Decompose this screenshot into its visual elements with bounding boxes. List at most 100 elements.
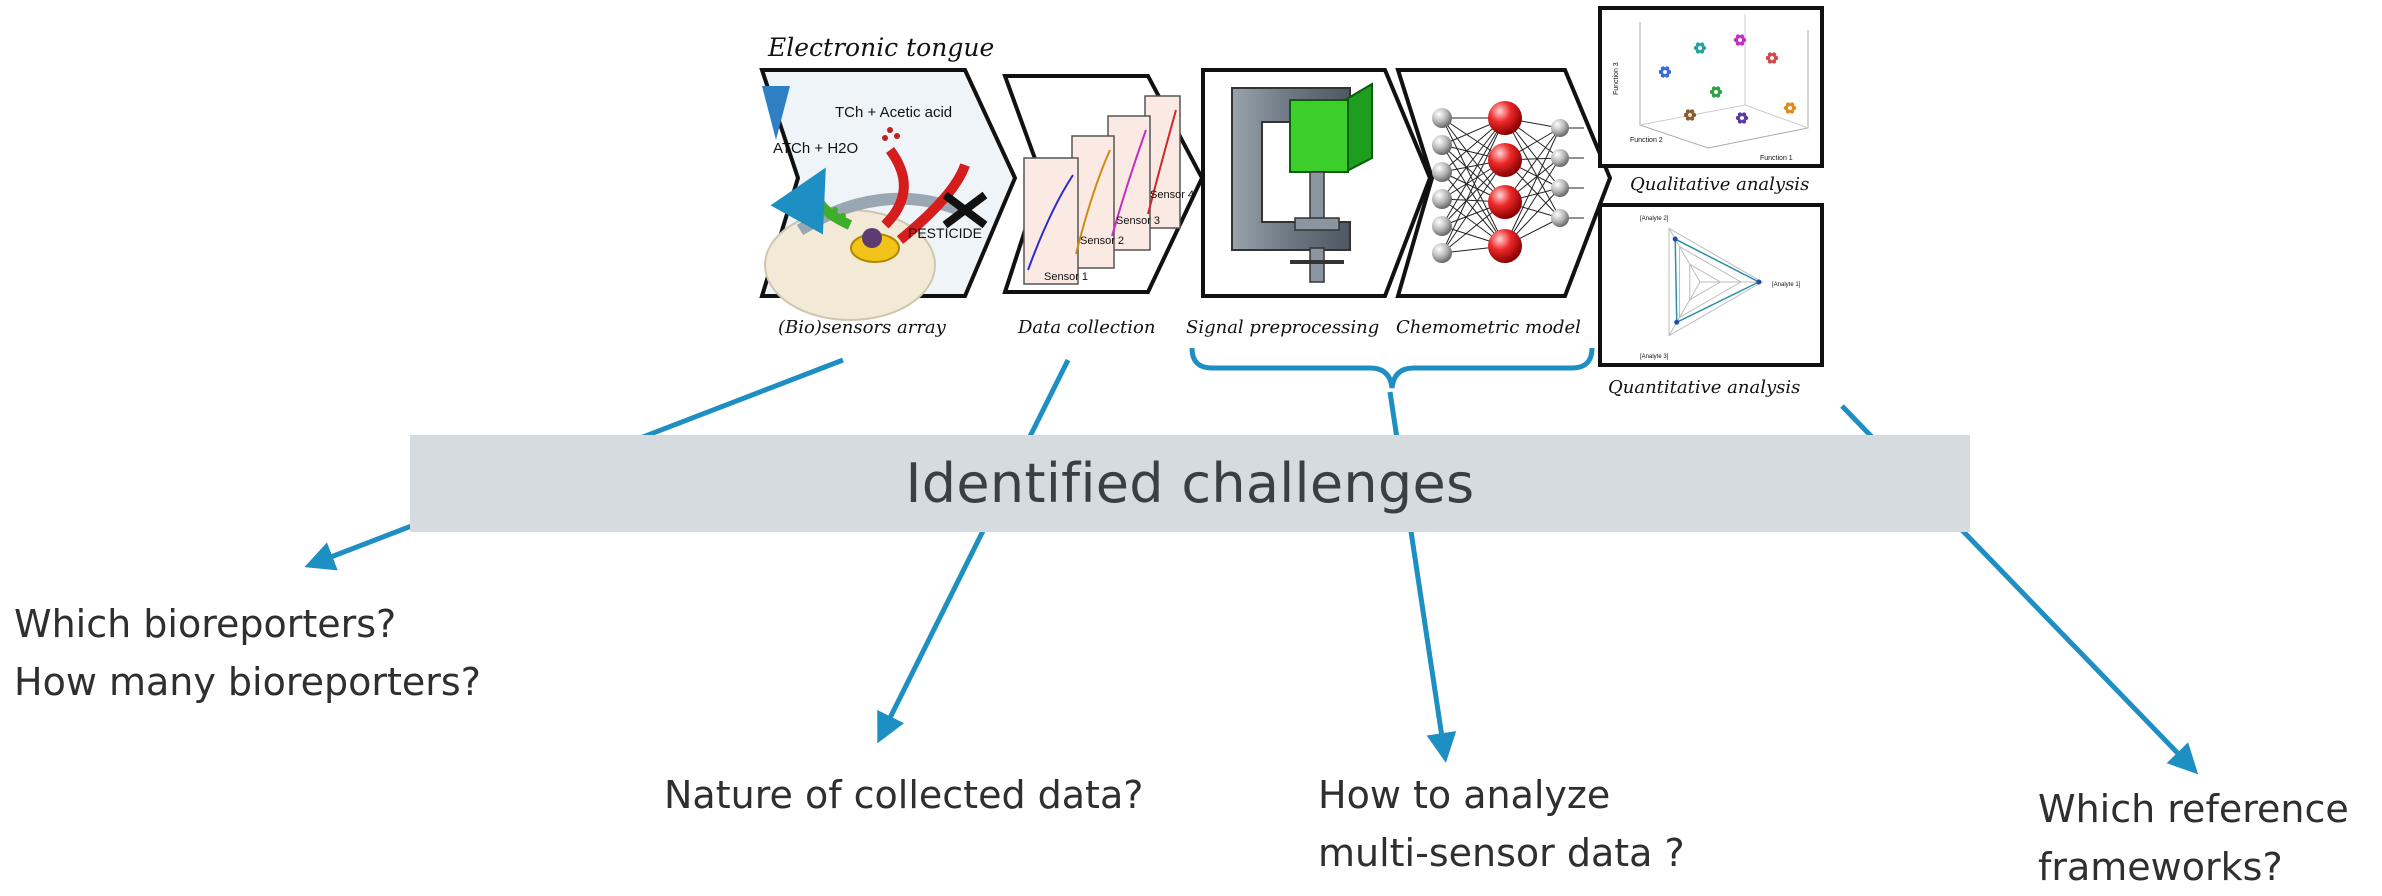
radar-grid: [1668, 227, 1764, 337]
question-line: How many bioreporters?: [14, 660, 481, 704]
nn-edge: [1441, 117, 1506, 203]
scatter-point: [1685, 116, 1691, 121]
scatter-point: [1741, 112, 1747, 117]
red-arrow-icon: [881, 147, 909, 229]
scatter-point: [1739, 41, 1745, 46]
tch-label: TCh + Acetic acid: [835, 104, 952, 121]
nn-input-node: [1432, 216, 1452, 236]
scatter-point: [1791, 105, 1797, 111]
clamp-screw: [1309, 171, 1325, 221]
question-references: Which reference frameworks?: [2038, 780, 2349, 896]
scatter-point: [1685, 109, 1691, 114]
scatter-point: [1693, 45, 1699, 51]
scatter-point: [1767, 59, 1773, 64]
green-arrow-icon: [770, 167, 853, 235]
radar-label-2: [Analyte 2]: [1640, 216, 1669, 222]
scatter-point: [1773, 55, 1779, 61]
scatter-point: [1739, 34, 1745, 39]
scatter-point: [1735, 41, 1741, 46]
scatter-point: [1783, 105, 1789, 111]
radar-series: [1674, 237, 1761, 324]
scatter-point: [1711, 93, 1717, 98]
nn-hidden-node: [1488, 185, 1522, 219]
question-line: Nature of collected data?: [664, 773, 1144, 817]
grouping-brace: [1189, 347, 1595, 389]
banner-title: Identified challenges: [905, 452, 1475, 515]
sensor-label-1: Sensor 1: [1044, 271, 1088, 283]
question-bioreporters: Which bioreporters? How many bioreporter…: [14, 595, 481, 711]
scatter-point: [1785, 102, 1791, 107]
nn-hidden-node: [1488, 101, 1522, 135]
scatter-point: [1771, 59, 1777, 64]
scatter-point: [1689, 116, 1695, 121]
blue-wedge-shape: [762, 86, 790, 140]
scatter-point: [1771, 52, 1777, 57]
scatter-point: [1717, 89, 1723, 95]
scatter-frame: [1639, 22, 1809, 149]
quantitative-output: [Analyte 2] [Analyte 1] [Analyte 3]: [1598, 203, 1824, 367]
atch-label: ATCh + H2O: [773, 140, 858, 157]
scatter-point: [1765, 55, 1771, 61]
scatter-point: [1695, 49, 1701, 54]
scatter-point: [1733, 37, 1739, 43]
enzyme-core: [862, 228, 882, 248]
scatter-point: [1785, 109, 1791, 114]
scatter-axis-z: Function 3: [1613, 62, 1620, 95]
scatter-point: [1691, 112, 1697, 118]
stage-label-sensors: (Bio)sensors array: [778, 317, 947, 338]
stage-chemometric-model: [1395, 68, 1613, 298]
stage-label-chemometric: Chemometric model: [1396, 317, 1581, 338]
scatter-point: [1741, 119, 1747, 124]
pesticide-label: PESTICIDE: [908, 225, 982, 241]
question-line: frameworks?: [2038, 845, 2283, 889]
scatter-point: [1737, 112, 1743, 117]
radar-axis: [1668, 281, 1701, 336]
green-block-side: [1344, 82, 1373, 174]
scatter-point: [1767, 52, 1773, 57]
radar-point: [1756, 279, 1762, 285]
nn-edge: [1441, 117, 1506, 247]
stage-data-collection: Sensor 1 Sensor 2 Sensor 3 Sensor 4: [1002, 74, 1205, 294]
sensor-curve-1: [1027, 174, 1074, 271]
stage-signal-preprocessing: [1201, 68, 1433, 298]
question-line: How to analyze: [1318, 773, 1611, 817]
challenges-banner: Identified challenges: [410, 435, 1970, 532]
nn-edge: [1504, 117, 1561, 219]
question-line: Which reference: [2038, 787, 2349, 831]
scatter-axis-y: Function 2: [1630, 137, 1663, 144]
green-block-icon: [1289, 99, 1349, 173]
radar-grid: [1689, 263, 1722, 301]
challenge-arrows: [304, 357, 2199, 775]
scatter-point: [1666, 69, 1672, 75]
stage-sensors-array: TCh + Acetic acid ATCh + H2O PESTICIDE: [759, 68, 1018, 321]
scatter-point: [1715, 86, 1721, 91]
question-line: multi-sensor data ?: [1318, 831, 1685, 875]
radar-label-3: [Analyte 3]: [1640, 354, 1669, 360]
scatter-point: [1735, 115, 1741, 121]
sensor-curve-3: [1111, 129, 1147, 237]
qualitative-label: Qualitative analysis: [1630, 174, 1809, 195]
radar-point: [1674, 319, 1680, 325]
sensor-sheet-1: [1023, 157, 1079, 285]
radar-chart: [1668, 227, 1764, 337]
scatter-point: [1699, 42, 1705, 47]
stage-label-data: Data collection: [1017, 317, 1155, 338]
nn-edge: [1504, 127, 1561, 247]
nn-input-node: [1432, 108, 1452, 128]
nn-edge: [1441, 144, 1506, 247]
scatter-point: [1789, 109, 1795, 114]
scatter-clusters: [1658, 34, 1797, 124]
radar-point: [1672, 236, 1678, 242]
scatter-point: [1709, 89, 1715, 95]
nn-hidden-node: [1488, 229, 1522, 263]
scatter-point: [1701, 45, 1707, 51]
scatter-point: [1737, 119, 1743, 124]
scatter-point: [1683, 112, 1689, 118]
nn-edge: [1504, 157, 1561, 247]
radar-label-1: [Analyte 1]: [1772, 282, 1801, 288]
scatter-point: [1664, 66, 1670, 71]
scatter-point: [1711, 86, 1717, 91]
scatter-axis-x: Function 1: [1760, 155, 1793, 162]
nn-output-node: [1551, 149, 1569, 167]
